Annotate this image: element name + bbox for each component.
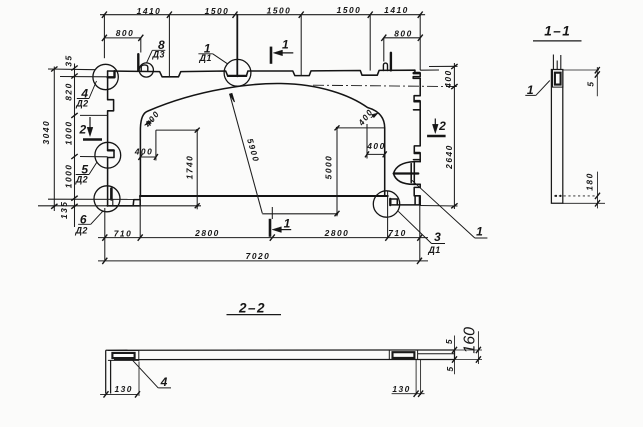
svg-text:400: 400 [443,69,453,88]
svg-text:1: 1 [282,38,289,52]
svg-text:2800: 2800 [194,228,220,238]
svg-text:180: 180 [585,172,595,190]
svg-text:400: 400 [134,146,153,156]
svg-text:1: 1 [204,41,211,55]
svg-text:1: 1 [527,83,534,97]
svg-text:4: 4 [160,375,168,389]
svg-text:35: 35 [64,54,74,66]
svg-text:Д1: Д1 [427,245,440,255]
svg-text:8: 8 [158,38,165,52]
svg-text:1500: 1500 [337,5,362,15]
svg-text:5: 5 [586,80,596,86]
svg-text:710: 710 [388,228,406,238]
svg-text:1500: 1500 [205,6,230,16]
svg-text:5000: 5000 [324,155,334,180]
svg-text:1–1: 1–1 [544,24,571,39]
svg-text:1410: 1410 [384,5,409,15]
svg-text:820: 820 [64,82,74,100]
svg-text:2: 2 [438,119,446,133]
svg-text:2–2: 2–2 [238,301,266,316]
svg-text:7020: 7020 [246,251,271,261]
svg-text:3: 3 [434,230,441,244]
svg-text:135: 135 [59,201,69,219]
svg-text:5: 5 [81,162,88,176]
svg-text:Д2: Д2 [75,174,88,184]
svg-text:Д3: Д3 [152,50,165,60]
svg-text:1000: 1000 [64,120,74,145]
svg-text:2: 2 [78,123,86,137]
svg-text:2640: 2640 [444,144,454,170]
svg-text:1: 1 [476,225,483,239]
svg-text:1500: 1500 [267,6,292,16]
svg-text:4: 4 [80,86,88,100]
svg-text:Д1: Д1 [198,53,211,63]
svg-text:6: 6 [80,212,87,226]
svg-text:160: 160 [461,327,478,354]
svg-text:800: 800 [394,28,412,38]
svg-text:1: 1 [284,217,291,231]
svg-text:800: 800 [116,28,134,38]
svg-text:1000: 1000 [64,164,74,189]
svg-text:710: 710 [114,228,132,238]
svg-text:130: 130 [392,384,410,394]
svg-text:5: 5 [445,365,455,371]
svg-text:Д2: Д2 [75,98,88,108]
svg-text:1410: 1410 [137,6,162,16]
svg-text:1740: 1740 [184,155,194,180]
svg-text:400: 400 [366,141,385,151]
svg-text:Д2: Д2 [75,225,88,235]
svg-text:3040: 3040 [41,120,51,145]
svg-text:2800: 2800 [324,228,350,238]
svg-text:5: 5 [444,338,454,344]
svg-text:130: 130 [114,384,132,394]
